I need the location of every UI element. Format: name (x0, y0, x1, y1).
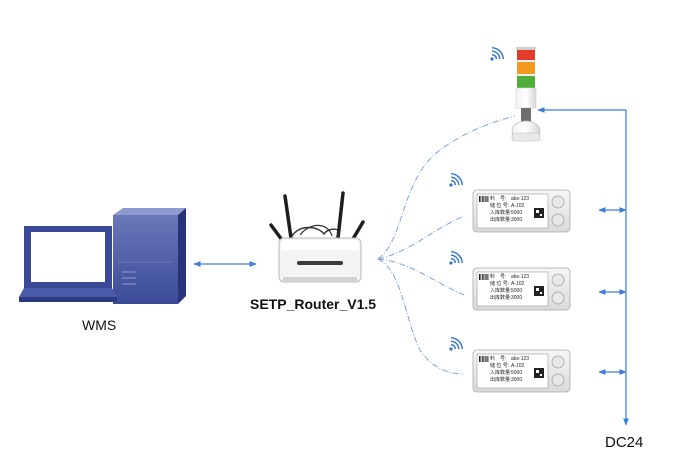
wireless-links (377, 115, 516, 375)
tag-row-key: 料 号: (490, 273, 506, 280)
wifi-signal-icon (448, 334, 466, 352)
tag-row-key: 料 号: (490, 355, 506, 362)
tag-row-value: A-102 (511, 281, 525, 287)
tag-row-key: 入库数量: (490, 369, 511, 376)
tower-light-icon (511, 47, 541, 142)
tag-row-value: 3000 (511, 377, 522, 383)
router-icon (269, 191, 365, 283)
tag-row-value: abs-123 (511, 274, 529, 280)
power-bus (537, 107, 629, 426)
tag-row-key: 入库数量: (490, 209, 511, 216)
tag-row-key: 入库数量: (490, 287, 511, 294)
tag-row-value: 5000 (511, 210, 522, 216)
router-label: SETP_Router_V1.5 (250, 296, 377, 312)
tag-row-key: 储 位 号: (490, 362, 509, 369)
tag-row-value: abs-123 (511, 196, 529, 202)
tag-row-value: abs-123 (511, 356, 529, 362)
tag-row-key: 出库数量: (490, 216, 511, 223)
wifi-signal-icon (448, 248, 466, 266)
tag-row-value: 5000 (511, 370, 522, 376)
tag-row-value: A-102 (511, 363, 525, 369)
wifi-signal-icon (489, 44, 507, 62)
tag-row-key: 出库数量: (490, 376, 511, 383)
tag-row-key: 料 号: (490, 195, 506, 202)
tag-row-value: 3000 (511, 295, 522, 301)
tag-row-key: 出库数量: (490, 294, 511, 301)
tag-row-value: 3000 (511, 217, 522, 223)
tag-row-value: A-102 (511, 203, 525, 209)
computer-icon (19, 208, 186, 304)
tag-row-key: 储 位 号: (490, 202, 509, 209)
tag-row-value: 5000 (511, 288, 522, 294)
tag-row-key: 储 位 号: (490, 280, 509, 287)
wifi-signal-icon (448, 170, 466, 188)
power-label: DC24 (605, 434, 644, 451)
wms-label: WMS (82, 317, 117, 333)
